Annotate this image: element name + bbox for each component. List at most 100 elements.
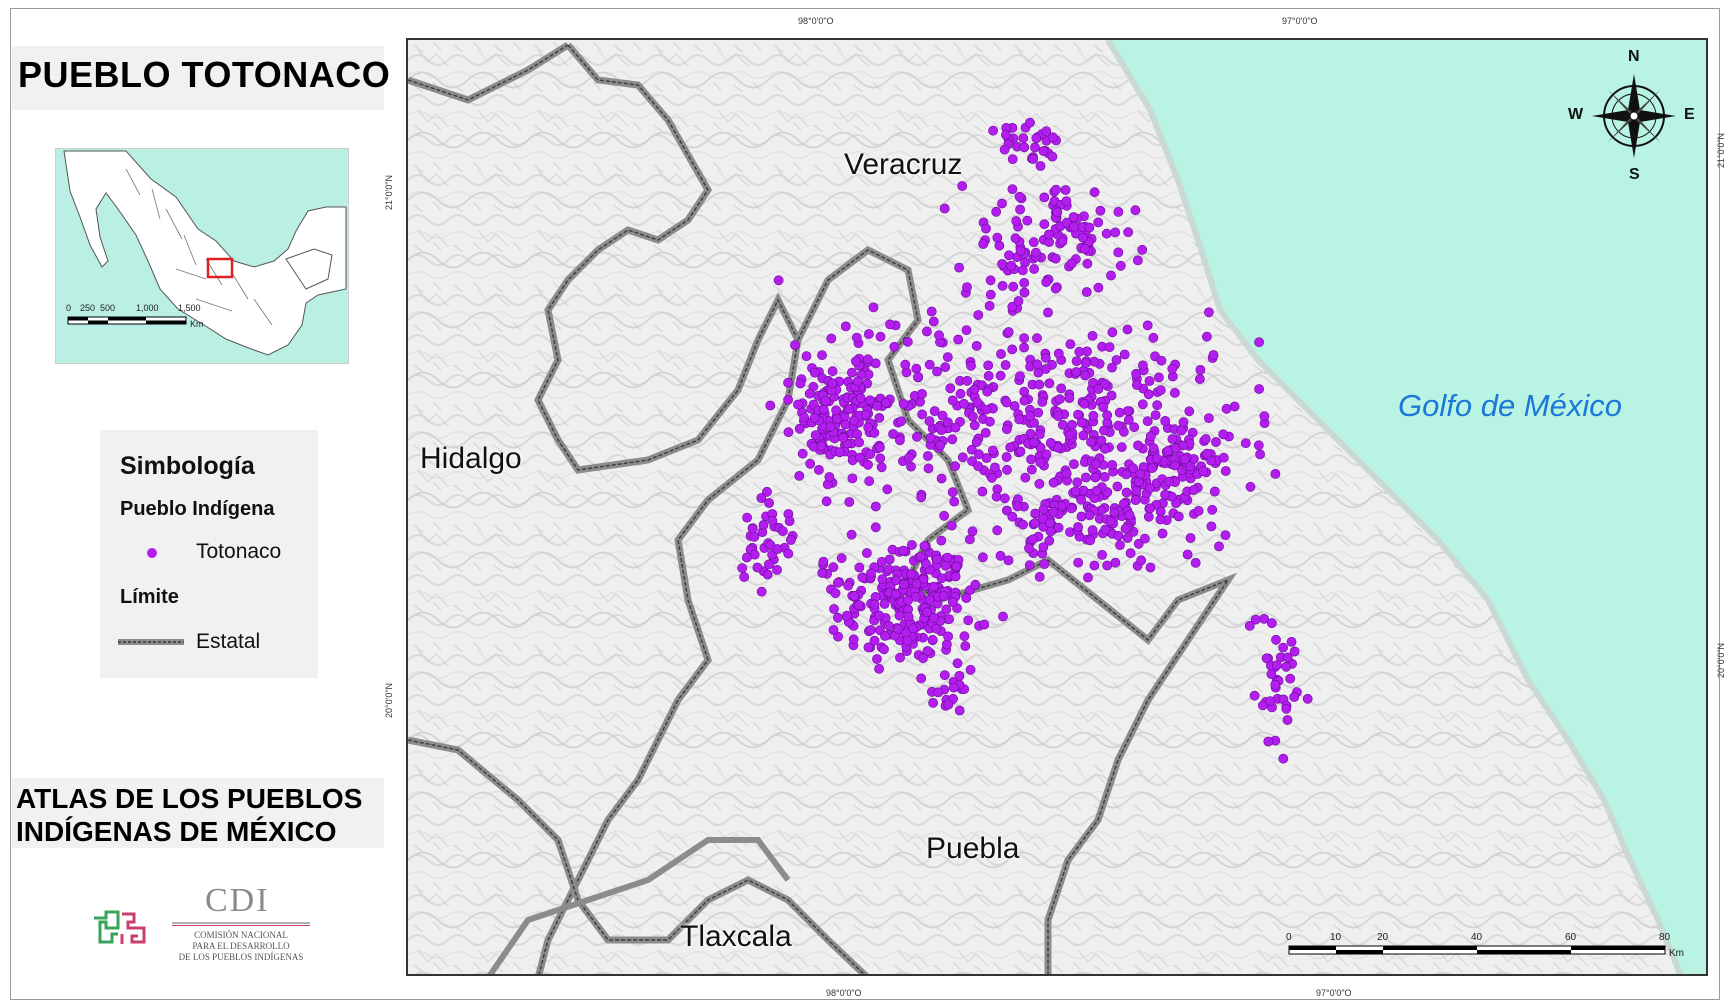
totonaco-point <box>1185 533 1196 543</box>
totonaco-point <box>756 493 767 503</box>
totonaco-point <box>1265 696 1276 706</box>
totonaco-point <box>988 125 998 136</box>
totonaco-point <box>1170 387 1180 398</box>
totonaco-point <box>971 437 982 447</box>
totonaco-point <box>1160 415 1171 426</box>
totonaco-point <box>1281 703 1292 714</box>
totonaco-point <box>1167 363 1178 374</box>
totonaco-point <box>1028 534 1038 545</box>
totonaco-point <box>1102 560 1113 571</box>
totonaco-point <box>742 512 752 523</box>
totonaco-point <box>1003 327 1014 337</box>
totonaco-point <box>1053 411 1064 421</box>
totonaco-point <box>863 422 874 433</box>
totonaco-point <box>870 501 881 512</box>
scale-label: 10 <box>1330 932 1342 943</box>
totonaco-point <box>987 472 997 483</box>
totonaco-point <box>1190 558 1201 568</box>
totonaco-point <box>1132 380 1142 390</box>
compass-w: W <box>1568 106 1584 123</box>
totonaco-point <box>950 461 960 472</box>
totonaco-point <box>972 397 983 408</box>
totonaco-point <box>832 413 842 424</box>
totonaco-point <box>828 625 839 635</box>
totonaco-point <box>894 435 905 446</box>
totonaco-point <box>979 619 990 630</box>
totonaco-point <box>1074 346 1085 357</box>
totonaco-point <box>1024 543 1034 554</box>
totonaco-point <box>818 404 829 415</box>
totonaco-point <box>885 319 895 330</box>
totonaco-point <box>1101 228 1112 239</box>
totonaco-point <box>973 461 983 471</box>
coord-right-bottom: 20°0'0"N <box>1716 642 1726 678</box>
totonaco-point <box>1148 332 1159 343</box>
totonaco-point <box>883 620 894 631</box>
totonaco-point <box>749 531 760 542</box>
totonaco-point <box>911 363 922 374</box>
totonaco-point <box>1120 523 1131 534</box>
atlas-title-line1: ATLAS DE LOS PUEBLOS <box>16 783 363 814</box>
scale-bar-graphic <box>1288 945 1666 955</box>
totonaco-point <box>1024 560 1035 570</box>
totonaco-point <box>1019 333 1029 343</box>
totonaco-point <box>922 326 932 337</box>
compass-rose-icon <box>1592 74 1676 158</box>
totonaco-point <box>911 578 922 589</box>
totonaco-point <box>863 354 873 365</box>
totonaco-point <box>985 275 996 286</box>
totonaco-point <box>1019 386 1030 397</box>
totonaco-point <box>1061 468 1072 479</box>
totonaco-point <box>908 623 919 634</box>
totonaco-point <box>997 280 1008 291</box>
totonaco-point <box>1130 495 1141 505</box>
totonaco-point <box>949 496 960 507</box>
inset-scale-label: 500 <box>100 303 116 313</box>
cdi-sub-line3: DE LOS PUEBLOS INDÍGENAS <box>178 952 304 962</box>
totonaco-point <box>836 553 847 564</box>
state-label-veracruz: Veracruz <box>844 148 963 181</box>
totonaco-point <box>1018 519 1028 530</box>
totonaco-point <box>981 223 991 234</box>
inset-highlight-box <box>206 257 234 279</box>
totonaco-point <box>1270 679 1281 690</box>
totonaco-point <box>1193 505 1204 516</box>
coord-top-left: 98°0'0"O <box>798 16 834 26</box>
coord-left-bottom: 20°0'0"N <box>384 682 394 718</box>
totonaco-point <box>834 447 845 458</box>
totonaco-point <box>848 415 859 426</box>
totonaco-point <box>1034 379 1045 390</box>
totonaco-point <box>879 599 890 609</box>
totonaco-point <box>879 644 889 655</box>
totonaco-point <box>1066 258 1077 269</box>
totonaco-point <box>1045 437 1056 448</box>
totonaco-point <box>865 449 876 460</box>
totonaco-point <box>1045 517 1055 528</box>
scale-bar: 0 10 20 40 60 80 Km <box>1285 930 1685 960</box>
totonaco-point <box>898 398 909 409</box>
main-map[interactable]: Veracruz Hidalgo Puebla Tlaxcala Golfo d… <box>406 38 1708 976</box>
totonaco-point <box>1064 430 1075 441</box>
totonaco-point <box>869 635 880 646</box>
totonaco-point <box>1138 360 1148 371</box>
totonaco-point <box>1080 370 1090 381</box>
scale-label: 20 <box>1377 932 1389 943</box>
totonaco-point <box>906 569 917 580</box>
totonaco-point <box>863 459 873 470</box>
coord-left-top: 21°0'0"N <box>384 174 394 210</box>
totonaco-point <box>868 302 879 313</box>
totonaco-point <box>1145 503 1155 514</box>
totonaco-point <box>747 523 758 534</box>
totonaco-point <box>1099 425 1109 436</box>
inset-scale-label: 0 <box>66 303 72 313</box>
totonaco-point <box>1071 356 1082 366</box>
totonaco-point <box>1033 367 1044 378</box>
totonaco-point <box>874 610 884 621</box>
totonaco-point <box>1156 355 1167 366</box>
totonaco-point <box>1259 411 1270 422</box>
totonaco-point <box>1100 524 1111 535</box>
cdi-logo-subtitle: COMISIÓN NACIONAL PARA EL DESARROLLO DE … <box>172 930 310 963</box>
totonaco-point <box>998 611 1008 622</box>
inset-yucatan <box>285 248 333 290</box>
